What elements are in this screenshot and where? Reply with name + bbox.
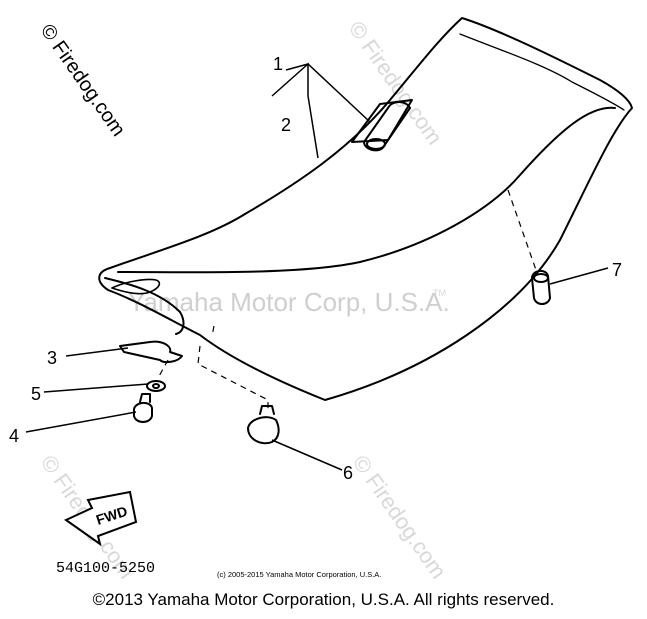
leader-5 [43,383,149,393]
assembly-line-6 [197,345,269,412]
leader-4 [25,411,137,433]
watermark-firedog-bottom-right: © Firedog.com [348,451,451,584]
leader-3 [65,347,129,357]
watermark-yamaha: Yamaha Motor Corp, U.S.A. [128,287,450,317]
bolt-4 [133,402,153,423]
seat-hinge-bracket [351,99,413,143]
seat-hinge-end [366,138,386,150]
part-number: 54G100-5250 [56,560,155,577]
leader-2 [271,62,319,159]
bolt-7-head [533,273,549,283]
leader-7 [549,267,609,285]
assembly-line-upper [211,325,215,337]
washer-5-hole [152,383,160,389]
bolt-4-shank [139,393,151,403]
footer-copyright: ©2013 Yamaha Motor Corporation, U.S.A. A… [92,590,555,609]
callout-3: 3 [47,348,57,368]
seat-drawing [98,17,633,445]
callout-4: 4 [9,426,19,446]
assembly-line-7 [507,189,537,271]
bolt-7-stud [531,270,551,305]
assembly-line-5 [157,359,169,379]
watermark-tm: TM [433,288,446,298]
washer-5 [146,380,166,392]
damper-6-post [259,405,275,415]
damper-6 [247,416,280,445]
watermark-firedog-corner: © Firedog.com [36,20,129,140]
assembly-lines [157,189,537,412]
seat-outline [98,17,633,401]
leader-6 [271,439,343,471]
seat-front-hook [111,278,161,295]
seat-top-ridge [117,106,616,274]
fwd-arrow-shape [64,490,138,547]
callout-2: 2 [281,115,291,135]
seat-hinge-tube [363,101,411,152]
fwd-arrow: FWD [64,490,138,547]
seat-skirt-line [459,33,625,111]
callout-1: 1 [273,54,283,74]
callout-labels: 1 2 3 4 5 6 7 [9,54,622,483]
callout-5: 5 [31,384,41,404]
bracket-3 [119,340,183,364]
callout-6: 6 [343,463,353,483]
callout-7: 7 [612,260,622,280]
leader-lines [25,62,609,471]
diagram-copyright: (c) 2005-2015 Yamaha Motor Corporation, … [217,570,381,579]
